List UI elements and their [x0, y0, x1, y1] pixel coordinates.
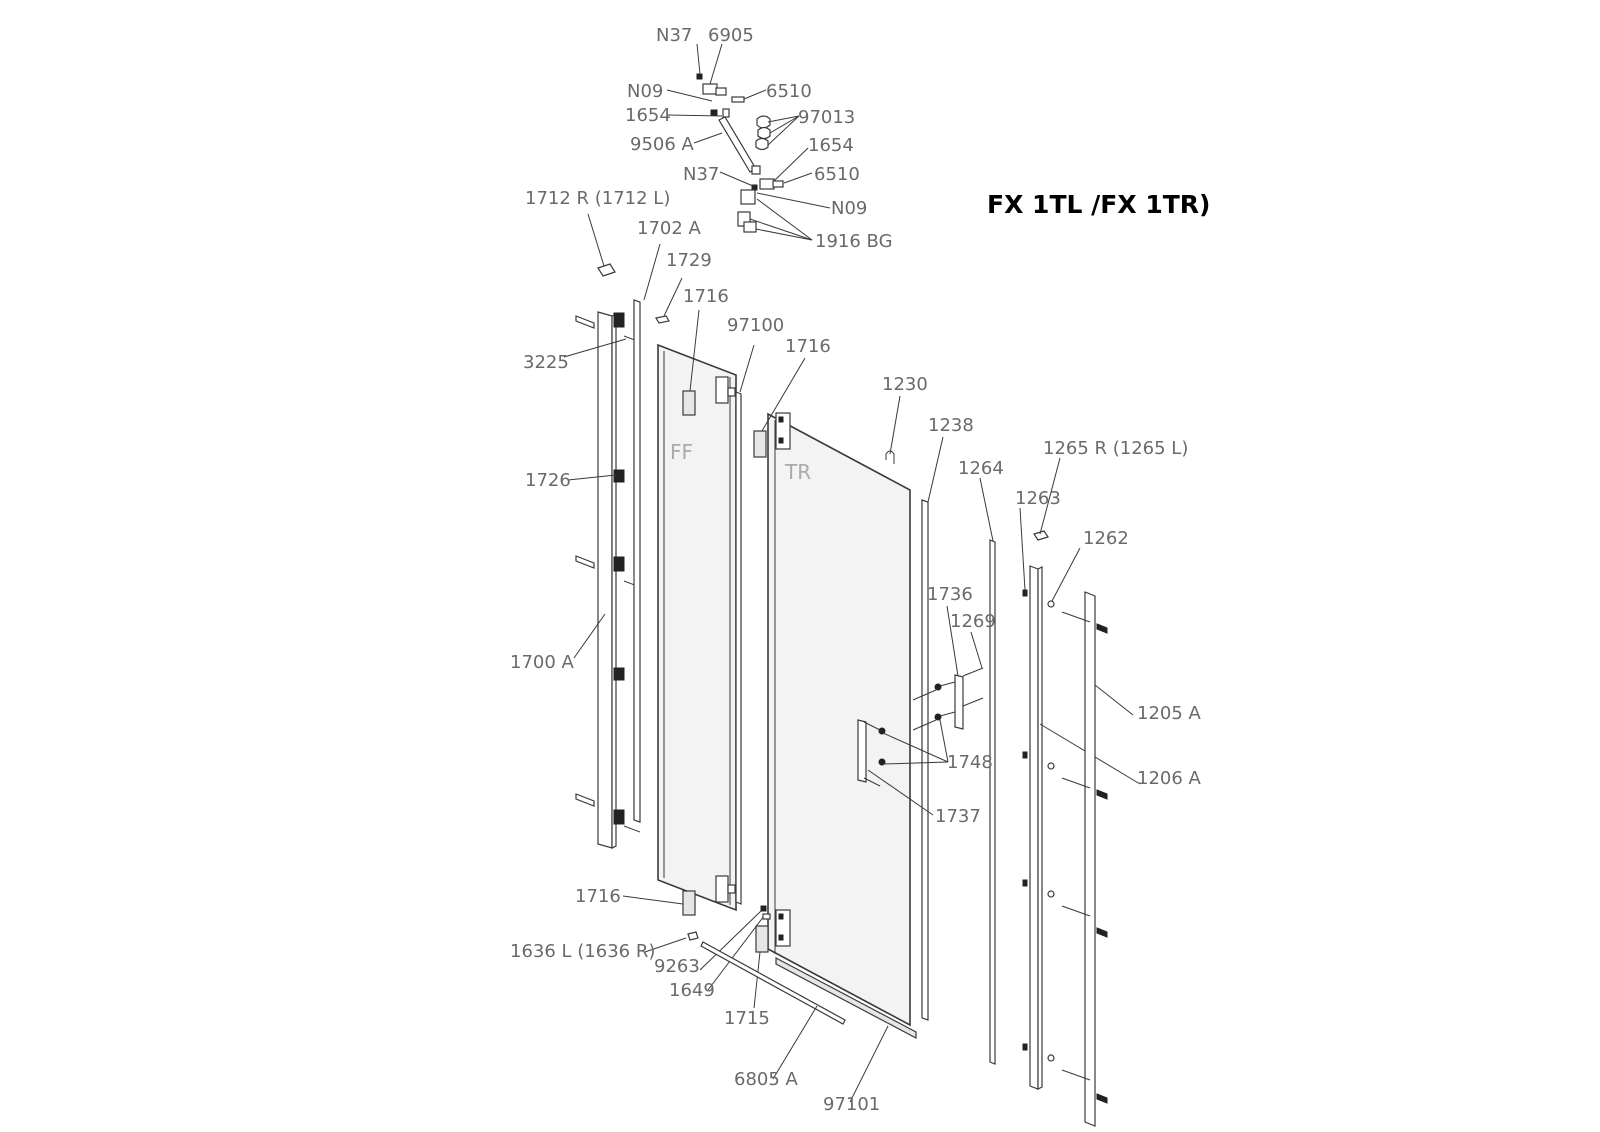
label-97101: 97101 — [823, 1094, 880, 1115]
wall-profile-brackets — [613, 312, 625, 825]
label-1264: 1264 — [958, 458, 1004, 479]
label-n37-top: N37 — [656, 25, 692, 46]
fixed-panel-hinges — [715, 376, 736, 903]
seal-97101 — [775, 957, 917, 1039]
label-1715: 1715 — [724, 1008, 770, 1029]
cover-plate-1715 — [755, 925, 769, 953]
label-1263: 1263 — [1015, 488, 1061, 509]
label-1265r: 1265 R (1265 L) — [1043, 438, 1188, 459]
screw-9263 — [760, 905, 767, 912]
label-1654-left: 1654 — [625, 105, 671, 126]
label-1736: 1736 — [927, 584, 973, 605]
label-9506a: 9506 A — [630, 134, 695, 155]
fixed-glass-panel — [657, 343, 737, 912]
label-1206a: 1206 A — [1137, 768, 1202, 789]
hook-1230 — [885, 450, 895, 464]
part-1649 — [762, 913, 771, 920]
profile-1205a — [1084, 591, 1096, 1127]
label-1712r: 1712 R (1712 L) — [525, 188, 670, 209]
label-1700a: 1700 A — [510, 652, 575, 673]
end-cap-1712 — [597, 263, 616, 277]
wall-anchors-3225 — [575, 315, 641, 833]
label-97100: 97100 — [727, 315, 784, 336]
label-1702a: 1702 A — [637, 218, 702, 239]
label-1716-top: 1716 — [683, 286, 729, 307]
door-glass-panel — [767, 412, 911, 1027]
label-1654-right: 1654 — [808, 135, 854, 156]
cover-plate-1716-door — [753, 430, 767, 458]
label-1729: 1729 — [666, 250, 712, 271]
label-n09-top: N09 — [627, 81, 663, 102]
seal-1702a — [633, 299, 641, 823]
label-6510-mid: 6510 — [814, 164, 860, 185]
profile-1206a — [1029, 565, 1043, 1090]
door-handle-1736 — [912, 667, 984, 731]
door-hinges — [775, 412, 791, 947]
label-1230: 1230 — [882, 374, 928, 395]
label-1916bg: 1916 BG — [815, 231, 893, 252]
label-97013: 97013 — [798, 107, 855, 128]
label-1205a: 1205 A — [1137, 703, 1202, 724]
label-3225: 3225 — [523, 352, 569, 373]
part-number-labels: N37 6905 N09 6510 1654 97013 9506 A 1654… — [510, 25, 1202, 1115]
door-panel-label: TR — [784, 460, 811, 484]
seal-1264 — [989, 539, 996, 1065]
seal-97100 — [735, 391, 742, 905]
anchors-1205 — [1061, 611, 1108, 1104]
label-1726: 1726 — [525, 470, 571, 491]
label-n09-mid: N09 — [831, 198, 867, 219]
fixed-panel-label: FF — [670, 440, 693, 464]
label-n37-mid: N37 — [683, 164, 719, 185]
top-assembly-leaders — [666, 43, 831, 241]
label-1716-bottom: 1716 — [575, 886, 621, 907]
end-cap-1265 — [1033, 530, 1049, 541]
label-1716-door: 1716 — [785, 336, 831, 357]
label-6510-top: 6510 — [766, 81, 812, 102]
label-6805a: 6805 A — [734, 1069, 799, 1090]
screws-1262 — [1047, 600, 1055, 1062]
label-1748: 1748 — [947, 752, 993, 773]
diagram-title: FX 1TL /FX 1TR) — [987, 190, 1210, 219]
wall-profile-1700a — [597, 311, 617, 849]
label-1269: 1269 — [950, 611, 996, 632]
label-6905: 6905 — [708, 25, 754, 46]
clip-1636 — [687, 931, 699, 941]
seal-6805a — [700, 941, 846, 1025]
label-9263: 9263 — [654, 956, 700, 977]
top-hinge-assembly — [696, 73, 784, 233]
label-1737: 1737 — [935, 806, 981, 827]
label-1238: 1238 — [928, 415, 974, 436]
label-1649: 1649 — [669, 980, 715, 1001]
clips-1263 — [1022, 589, 1028, 1051]
cover-plate-1716-top — [682, 390, 696, 416]
clip-1729 — [655, 315, 670, 324]
label-1636l: 1636 L (1636 R) — [510, 941, 655, 962]
seal-1238 — [921, 499, 929, 1021]
cover-plate-1716-bottom — [682, 890, 696, 916]
label-1262: 1262 — [1083, 528, 1129, 549]
